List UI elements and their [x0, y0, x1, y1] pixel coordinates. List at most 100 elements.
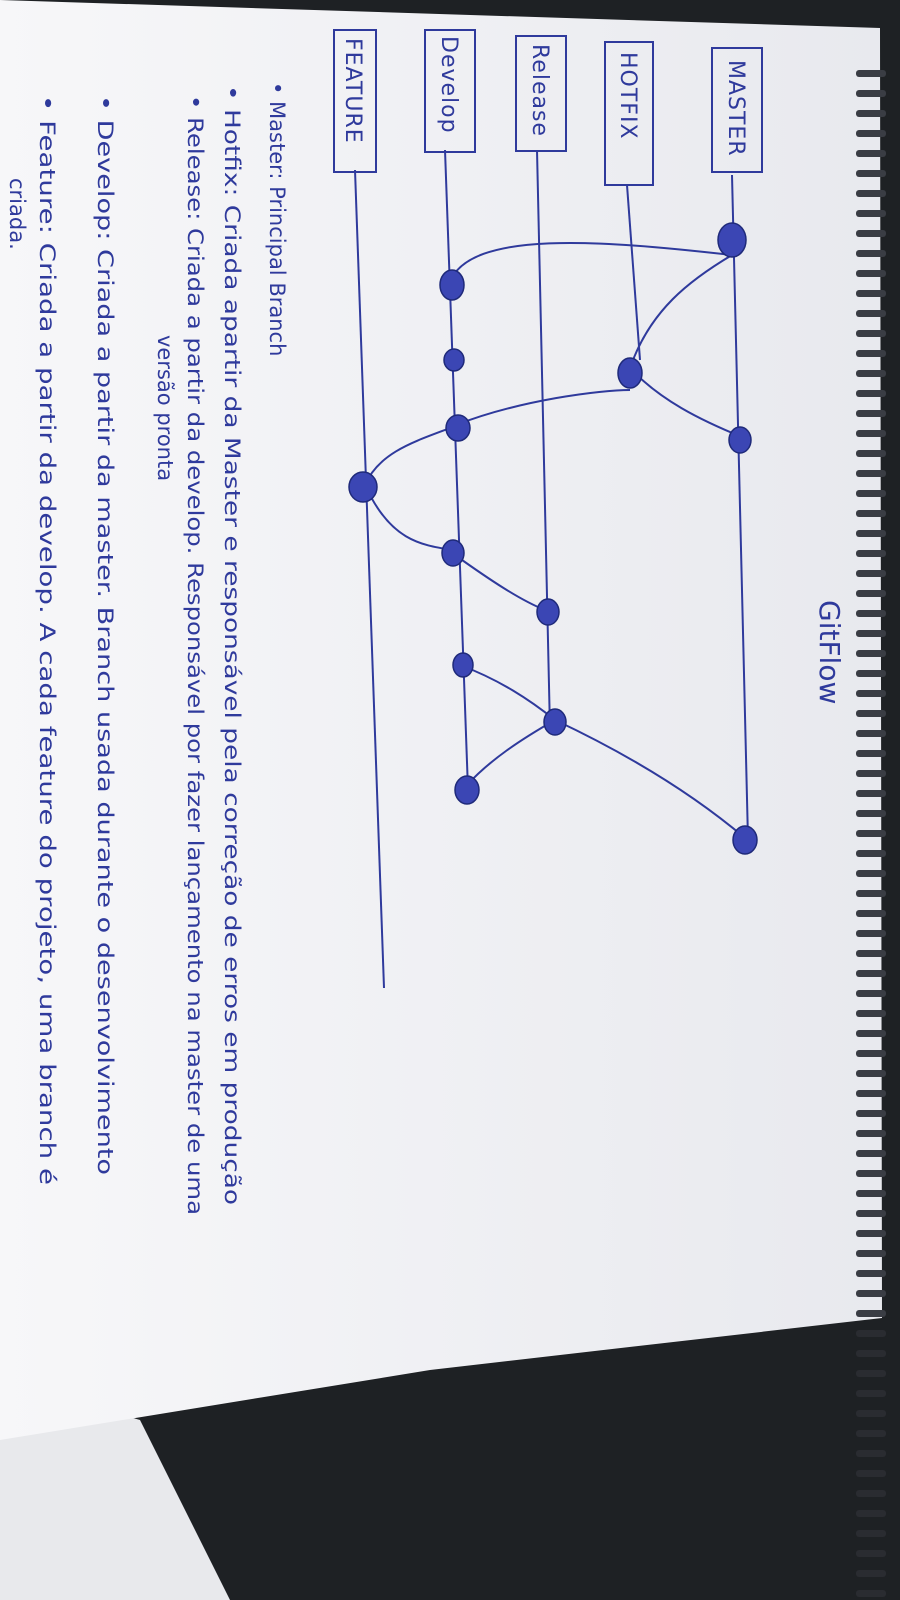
commit-node — [348, 471, 378, 503]
commit-node — [454, 775, 480, 805]
spiral-loop — [856, 570, 886, 577]
spiral-loop — [856, 330, 886, 337]
commit-node — [443, 348, 465, 372]
spiral-loop — [856, 70, 886, 77]
spiral-loop — [856, 1010, 886, 1017]
spiral-loop — [856, 1250, 886, 1257]
spiral-loop — [856, 1130, 886, 1137]
commit-node — [543, 708, 567, 736]
commit-node — [441, 539, 465, 567]
spiral-loop — [856, 1350, 886, 1357]
spiral-loop — [856, 450, 886, 457]
branch-lines — [354, 149, 749, 989]
spiral-loop — [856, 690, 886, 697]
spiral-loop — [856, 1190, 886, 1197]
spiral-loop — [856, 410, 886, 417]
note-hotfix: • Hotfix: Criada apartir da Master e res… — [220, 85, 244, 1205]
spiral-loop — [856, 1170, 886, 1177]
spiral-loop — [856, 1070, 886, 1077]
spiral-loop — [856, 1490, 886, 1497]
spiral-loop — [856, 610, 886, 617]
spiral-loop — [856, 1410, 886, 1417]
spiral-loop — [856, 430, 886, 437]
spiral-loop — [856, 210, 886, 217]
spiral-loop — [856, 390, 886, 397]
spiral-loop — [856, 710, 886, 717]
spiral-loop — [856, 830, 886, 837]
note-master: • Master: Principal Branch — [265, 82, 289, 356]
spiral-loop — [856, 550, 886, 557]
spiral-loop — [856, 110, 886, 117]
commit-node — [732, 825, 758, 855]
notebook-page — [0, 0, 882, 1440]
spiral-loop — [856, 1530, 886, 1537]
spiral-loop — [856, 350, 886, 357]
spiral-loop — [856, 490, 886, 497]
spiral-loop — [856, 370, 886, 377]
spiral-loop — [856, 1390, 886, 1397]
note-release-line-2: versão pronta — [153, 335, 177, 481]
spiral-loop — [856, 890, 886, 897]
spiral-loop — [856, 1590, 886, 1597]
spiral-loop — [856, 170, 886, 177]
spiral-loop — [856, 1450, 886, 1457]
spiral-loop — [856, 590, 886, 597]
note-release-line-1: • Release: Criada a partir da develop. R… — [183, 95, 207, 1215]
note-feature-line-2: criada. — [5, 178, 29, 250]
spiral-loop — [856, 910, 886, 917]
spiral-loop — [856, 470, 886, 477]
spiral-loop — [856, 990, 886, 997]
spiral-loop — [856, 1470, 886, 1477]
spiral-loop — [856, 1050, 886, 1057]
spiral-loop — [856, 950, 886, 957]
spiral-loop — [856, 1310, 886, 1317]
spiral-loop — [856, 730, 886, 737]
spiral-loop — [856, 1150, 886, 1157]
spiral-loop — [856, 250, 886, 257]
spiral-loop — [856, 1030, 886, 1037]
commit-node — [439, 269, 465, 301]
commit-node — [536, 598, 560, 626]
spiral-loop — [856, 1110, 886, 1117]
spiral-loop — [856, 650, 886, 657]
branch-label-release: Release — [527, 44, 552, 137]
spiral-loop — [856, 970, 886, 977]
spiral-loop — [856, 870, 886, 877]
spiral-loop — [856, 530, 886, 537]
commit-node — [728, 426, 752, 454]
spiral-loop — [856, 90, 886, 97]
spiral-loop — [856, 130, 886, 137]
note-develop: • Develop: Criada a partir da master. Br… — [93, 95, 117, 1175]
spiral-loop — [856, 630, 886, 637]
spiral-loop — [856, 290, 886, 297]
branch-label-master: MASTER — [723, 60, 748, 157]
spiral-binding — [856, 70, 886, 1597]
spiral-loop — [856, 270, 886, 277]
spiral-loop — [856, 510, 886, 517]
spiral-loop — [856, 230, 886, 237]
spiral-loop — [856, 1290, 886, 1297]
spiral-loop — [856, 150, 886, 157]
spiral-loop — [856, 850, 886, 857]
spiral-loop — [856, 670, 886, 677]
spiral-loop — [856, 1370, 886, 1377]
branch-boxes — [333, 29, 763, 186]
spiral-loop — [856, 810, 886, 817]
spiral-loop — [856, 1550, 886, 1557]
branch-label-hotfix: HOTFIX — [615, 52, 640, 140]
note-feature-line-1: • Feature: Criada a partir da develop. A… — [35, 95, 59, 1185]
spiral-loop — [856, 1210, 886, 1217]
spiral-loop — [856, 310, 886, 317]
spiral-loop — [856, 1270, 886, 1277]
spiral-loop — [856, 930, 886, 937]
spiral-loop — [856, 1330, 886, 1337]
spiral-loop — [856, 790, 886, 797]
commit-node — [617, 357, 643, 389]
spiral-loop — [856, 1430, 886, 1437]
spiral-loop — [856, 1570, 886, 1577]
spiral-loop — [856, 770, 886, 777]
spiral-loop — [856, 1230, 886, 1237]
notes-list: • Master: Principal Branch • Hotfix: Cri… — [5, 82, 289, 1215]
